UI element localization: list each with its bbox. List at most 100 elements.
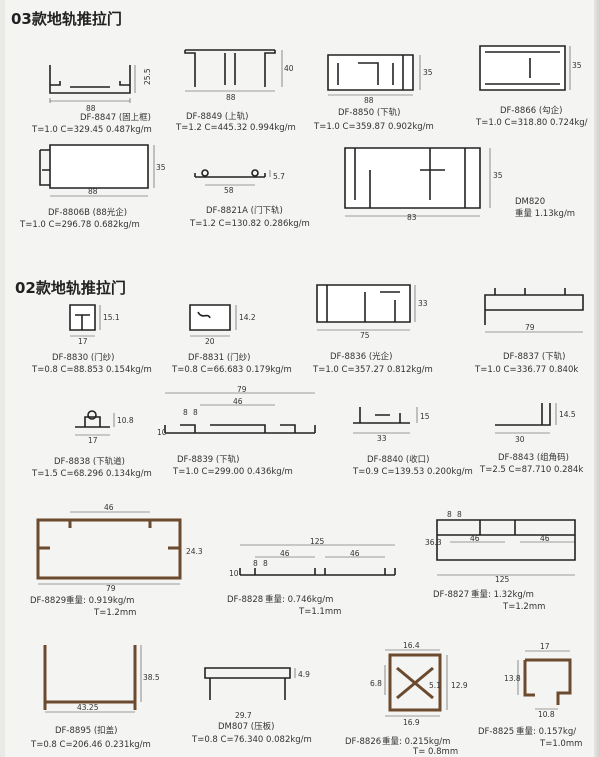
svg-text:88: 88 <box>88 187 98 196</box>
svg-text:35: 35 <box>423 68 433 77</box>
svg-text:79: 79 <box>525 323 535 332</box>
svg-text:46: 46 <box>350 549 360 558</box>
profile-dm820: 83 35 DM820 重量 1.13kg/m <box>335 140 600 240</box>
svg-text:75: 75 <box>360 331 370 340</box>
dm807-spec: T=0.8 C=76.340 0.082kg/m <box>192 735 312 745</box>
svg-text:14.5: 14.5 <box>559 410 576 419</box>
df8847-name: DF-8847 (固上框) <box>80 113 151 123</box>
svg-text:25.5: 25.5 <box>143 68 152 85</box>
profile-df8843-drawing: 30 14.5 <box>495 403 576 444</box>
svg-text:8: 8 <box>193 408 198 417</box>
svg-text:33: 33 <box>377 434 387 443</box>
profile-df8826-drawing: 16.4 16.9 12.9 6.8 5.1 <box>370 641 468 727</box>
profile-df8825-drawing: 17 13.8 10.8 <box>504 642 572 719</box>
svg-text:15.1: 15.1 <box>103 313 120 322</box>
profile-df8821a: 58 5.7 DF-8821A (门下轨) T=1.2 C=130.82 0.2… <box>190 165 320 235</box>
svg-text:8: 8 <box>457 510 462 519</box>
svg-text:17: 17 <box>540 642 550 651</box>
svg-text:17: 17 <box>88 436 98 445</box>
svg-text:35: 35 <box>572 61 582 70</box>
profile-dm807-drawing: 4.9 29.7 <box>204 667 310 720</box>
df8828-spec2: T=1.1mm <box>299 607 342 617</box>
df8828-name: DF-8828 <box>227 595 264 605</box>
profile-df8850-drawing: 88 35 <box>327 54 433 105</box>
df8831-name: DF-8831 (门纱) <box>188 353 251 363</box>
section-03-title: 03款地轨推拉门 <box>11 10 122 28</box>
svg-text:46: 46 <box>280 549 290 558</box>
svg-text:46: 46 <box>104 503 114 512</box>
svg-text:46: 46 <box>470 534 480 543</box>
profile-df8840: 33 15 DF-8840 (收口) T=0.9 C=139.53 0.200k… <box>345 395 485 485</box>
df8895-spec: T=0.8 C=206.46 0.231kg/m <box>31 740 151 750</box>
svg-text:10.8: 10.8 <box>538 710 555 719</box>
df8828-spec1: 重量: 0.746kg/m <box>265 595 334 605</box>
profile-df8849-drawing: 88 40 <box>184 49 294 102</box>
df8826-spec2: T= 0.8mm <box>413 747 459 757</box>
svg-text:16.9: 16.9 <box>403 718 420 727</box>
profile-df8838: 17 10.8 DF-8838 (下轨道) T=1.5 C=68.296 0.1… <box>32 405 180 485</box>
profile-df8828-drawing: 125 46 46 8 8 10 <box>229 537 396 578</box>
svg-text:8: 8 <box>447 510 452 519</box>
svg-text:29.7: 29.7 <box>235 711 252 720</box>
svg-text:79: 79 <box>237 385 247 394</box>
df8837-name: DF-8837 (下轨) <box>503 352 566 362</box>
svg-text:35: 35 <box>156 163 166 172</box>
svg-text:15: 15 <box>420 412 430 421</box>
df8825-name: DF-8825 <box>478 727 515 737</box>
svg-text:5.1: 5.1 <box>429 681 441 690</box>
df8825-spec1: 重量: 0.157kg/ <box>516 727 577 737</box>
profile-df8837-drawing: 79 <box>484 288 584 333</box>
svg-text:8: 8 <box>253 559 258 568</box>
profile-df8821a-drawing: 58 5.7 <box>194 169 285 195</box>
df8866-name: DF-8866 (勾企) <box>500 106 563 116</box>
svg-text:10: 10 <box>157 428 167 437</box>
profile-df8829: 46 79 24.3 DF-8829 重量: 0.919kg/m T=1.2mm <box>30 498 210 628</box>
profile-df8837: 79 DF-8837 (下轨) T=1.0 C=336.77 0.840k <box>475 280 600 380</box>
svg-text:10: 10 <box>229 569 239 578</box>
svg-text:46: 46 <box>233 397 243 406</box>
profile-df8847-drawing: 88 25.5 <box>49 65 152 113</box>
profile-dm820-drawing: 83 35 <box>344 147 503 222</box>
df8829-spec1: 重量: 0.919kg/m <box>66 596 135 606</box>
page-fold-shadow <box>0 0 5 757</box>
profile-df8826: 16.4 16.9 12.9 6.8 5.1 DF-8826 重量: 0.215… <box>345 640 495 757</box>
svg-text:13.8: 13.8 <box>504 674 521 683</box>
profile-df8830-drawing: 17 15.1 <box>69 304 120 346</box>
svg-text:83: 83 <box>407 213 417 222</box>
df8831-spec: T=0.8 C=66.683 0.179kg/m <box>172 365 292 375</box>
df8827-spec2: T=1.2mm <box>503 602 546 612</box>
svg-text:10.8: 10.8 <box>117 416 134 425</box>
svg-text:6.8: 6.8 <box>370 679 382 688</box>
df8829-name: DF-8829 <box>30 596 67 606</box>
svg-text:43.25: 43.25 <box>77 703 99 712</box>
svg-text:30: 30 <box>515 435 525 444</box>
df8839-name: DF-8839 (下轨) <box>177 455 240 465</box>
dm807-name: DM807 (压板) <box>218 722 275 732</box>
profile-df8831: 20 14.2 DF-8831 (门纱) T=0.8 C=66.683 0.17… <box>170 300 300 380</box>
profile-df8839-drawing: 79 46 8 8 10 <box>157 385 316 437</box>
svg-text:125: 125 <box>495 575 510 584</box>
df8843-name: DF-8843 (组角码) <box>498 453 569 463</box>
profile-df8827-drawing: 8 8 46 46 125 36.3 <box>425 510 576 584</box>
df8821a-spec: T=1.2 C=130.82 0.286kg/m <box>190 219 310 229</box>
profile-df8828: 125 46 46 8 8 10 DF-8828 重量: 0.746kg/m T… <box>225 537 415 630</box>
df8866-spec: T=1.0 C=318.80 0.724kg/ <box>476 118 588 128</box>
profile-df8836: 75 33 DF-8836 (光企) T=1.0 C=357.27 0.812k… <box>305 280 455 380</box>
section-02-title: 02款地轨推拉门 <box>15 279 126 297</box>
df8850-spec: T=1.0 C=359.87 0.902kg/m <box>314 122 434 132</box>
profile-df8838-drawing: 17 10.8 <box>75 410 134 445</box>
svg-text:38.5: 38.5 <box>143 673 160 682</box>
profile-df8829-drawing: 46 79 24.3 <box>36 503 203 593</box>
svg-text:33: 33 <box>418 299 428 308</box>
svg-text:35: 35 <box>493 171 503 180</box>
df8850-name: DF-8850 (下轨) <box>338 108 401 118</box>
profile-df8895: 43.25 38.5 DF-8895 (扣盖) T=0.8 C=206.46 0… <box>31 640 195 757</box>
svg-text:8: 8 <box>263 559 268 568</box>
svg-text:5.7: 5.7 <box>273 172 285 181</box>
df8827-name: DF-8827 <box>433 590 470 600</box>
df8829-spec2: T=1.2mm <box>94 608 137 618</box>
profile-df8831-drawing: 20 14.2 <box>189 304 256 346</box>
profile-df8836-drawing: 75 33 <box>316 284 428 340</box>
df8837-spec: T=1.0 C=336.77 0.840k <box>475 365 579 375</box>
page-edge-shadow <box>594 0 600 757</box>
